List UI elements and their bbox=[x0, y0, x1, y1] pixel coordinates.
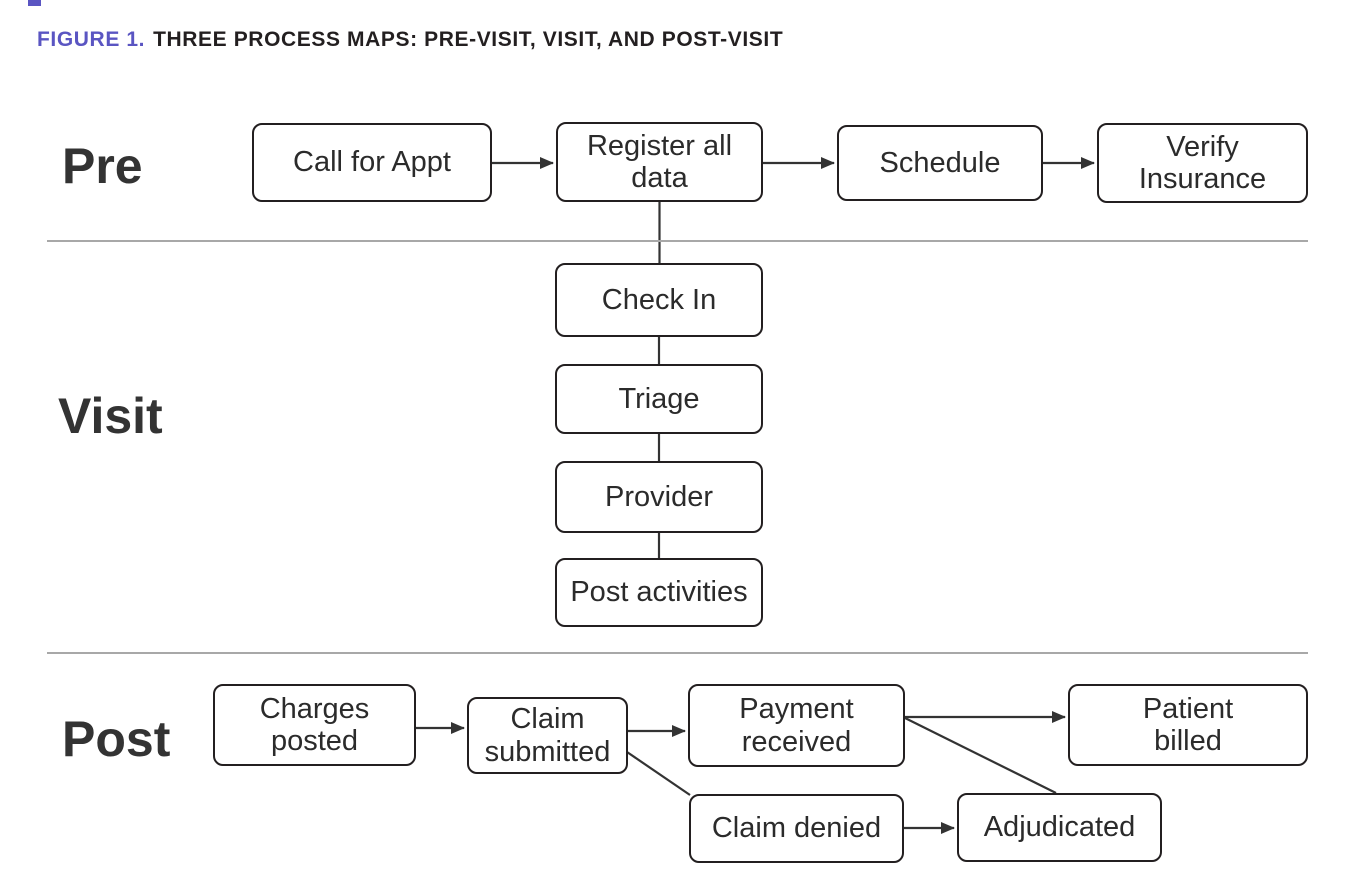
node-schedule: Schedule bbox=[837, 125, 1043, 201]
node-label: Claim submitted bbox=[484, 703, 611, 768]
node-register-all-data: Register all data bbox=[556, 122, 763, 202]
node-patient-billed: Patient billed bbox=[1068, 684, 1308, 766]
node-provider: Provider bbox=[555, 461, 763, 533]
section-label-post: Post bbox=[62, 711, 171, 767]
section-divider-visit-post bbox=[47, 652, 1308, 654]
node-label: Adjudicated bbox=[983, 811, 1136, 844]
section-divider-pre-visit bbox=[47, 240, 1308, 242]
node-payment-received: Payment received bbox=[688, 684, 905, 767]
node-label: Check In bbox=[601, 283, 717, 316]
node-charges-posted: Charges posted bbox=[213, 684, 416, 766]
node-call-for-appt: Call for Appt bbox=[252, 123, 492, 202]
node-adjudicated: Adjudicated bbox=[957, 793, 1162, 862]
figure-number: FIGURE 1. bbox=[37, 28, 146, 51]
node-label: Verify Insurance bbox=[1138, 130, 1267, 195]
node-label: Post activities bbox=[570, 576, 748, 609]
node-label: Provider bbox=[605, 480, 713, 513]
node-verify-insurance: Verify Insurance bbox=[1097, 123, 1308, 203]
node-label: Charges posted bbox=[259, 692, 370, 757]
figure-caption: THREE PROCESS MAPS: PRE-VISIT, VISIT, AN… bbox=[153, 28, 784, 51]
node-check-in: Check In bbox=[555, 263, 763, 337]
node-label: Triage bbox=[618, 382, 700, 415]
node-label: Claim denied bbox=[711, 812, 882, 845]
section-label-pre: Pre bbox=[62, 138, 143, 194]
decorative-purple-mark bbox=[28, 0, 41, 6]
node-label: Call for Appt bbox=[293, 146, 451, 179]
edge-adjudicated-to-payment bbox=[904, 717, 1057, 794]
node-claim-denied: Claim denied bbox=[689, 794, 904, 863]
node-label: Register all data bbox=[586, 129, 733, 194]
edge-claimsubmitted-to-claimdenied bbox=[626, 751, 691, 796]
section-label-visit: Visit bbox=[58, 388, 163, 444]
node-label: Payment received bbox=[739, 693, 854, 758]
node-post-activities: Post activities bbox=[555, 558, 763, 627]
node-label: Schedule bbox=[879, 146, 1001, 179]
figure-title: FIGURE 1. THREE PROCESS MAPS: PRE-VISIT, … bbox=[37, 28, 783, 52]
node-label: Patient billed bbox=[1142, 692, 1234, 757]
node-claim-submitted: Claim submitted bbox=[467, 697, 628, 774]
node-triage: Triage bbox=[555, 364, 763, 434]
